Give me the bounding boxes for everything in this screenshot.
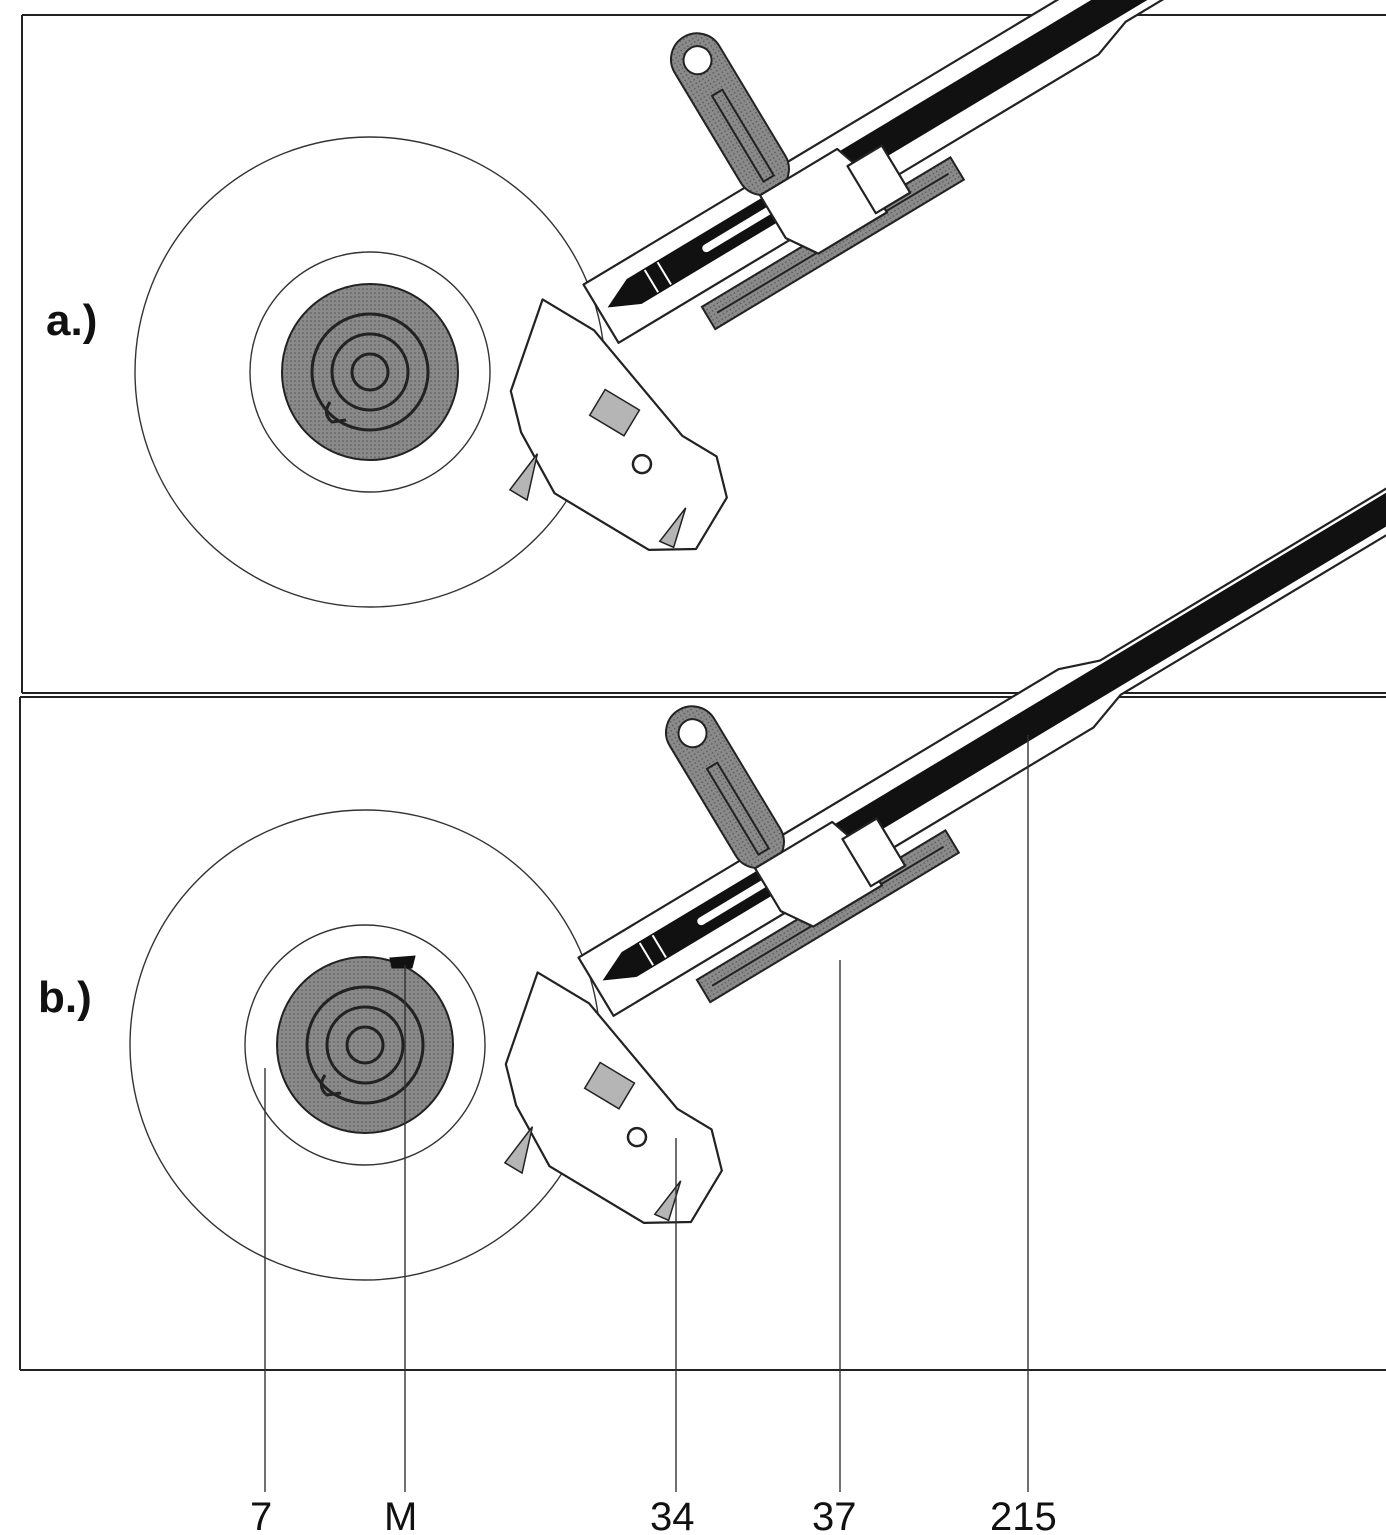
panel-b: b.) xyxy=(19,451,1386,1371)
callout-leaders xyxy=(264,735,1029,1492)
callout-label-37: 37 xyxy=(812,1495,857,1535)
panel-b-label: b.) xyxy=(38,973,92,1022)
callout-labels: 7 M 34 37 215 xyxy=(250,1495,1057,1535)
callout-label-7: 7 xyxy=(250,1495,272,1535)
callout-label-m: M xyxy=(384,1495,417,1535)
marker-m-shape xyxy=(389,955,416,969)
panel-a-label: a.) xyxy=(46,296,97,345)
callout-label-215: 215 xyxy=(990,1495,1057,1535)
panel-a: a.) xyxy=(21,0,1386,694)
callout-label-34: 34 xyxy=(650,1495,695,1535)
